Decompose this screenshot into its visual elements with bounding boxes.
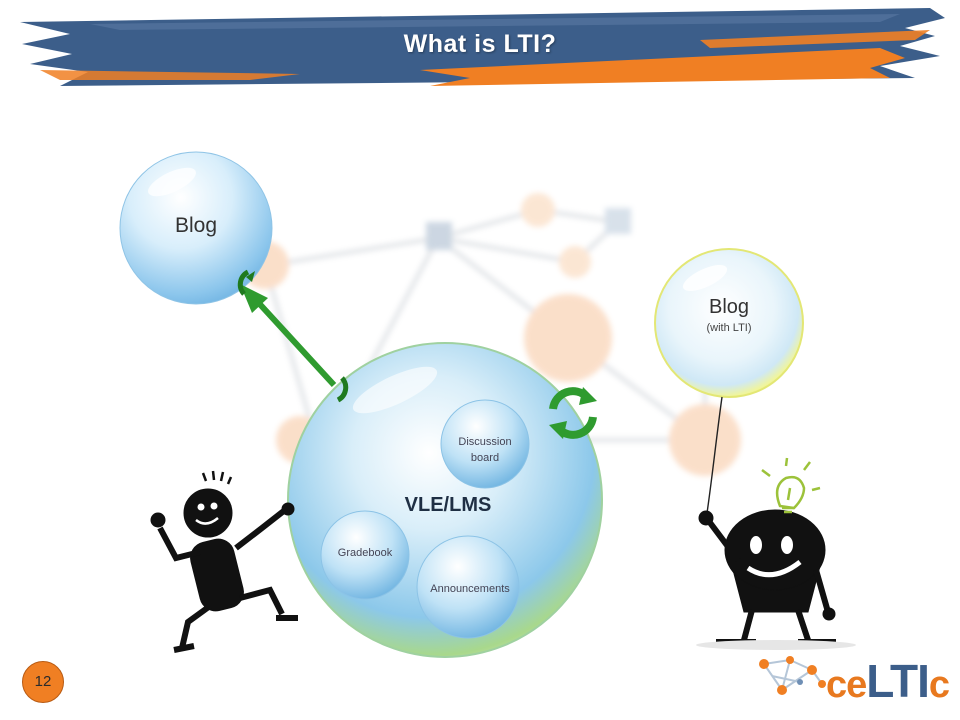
announcements-bubble[interactable] xyxy=(416,535,520,639)
pointing-figure xyxy=(150,470,298,653)
background-network xyxy=(241,193,741,476)
smiling-figure xyxy=(696,509,856,650)
blog-left-label: Blog xyxy=(174,214,218,237)
logo-ce: ce xyxy=(826,664,867,706)
slide-title: What is LTI? xyxy=(403,30,557,58)
light-bulb-icon xyxy=(761,457,821,514)
page-number-badge: 12 xyxy=(22,661,64,703)
blog-right-sublabel: (with LTI) xyxy=(706,322,752,334)
connector-arc-icon xyxy=(246,271,255,282)
discussion-board-label: Discussion board xyxy=(440,434,530,466)
vle-label: VLE/LMS xyxy=(404,494,492,516)
logo-c: c xyxy=(928,664,950,706)
connector-arc-icon xyxy=(237,269,250,296)
gradebook-label: Gradebook xyxy=(337,547,393,559)
sync-icon xyxy=(549,387,597,439)
balloon-string xyxy=(705,396,723,521)
discussion-label-line2: board xyxy=(470,452,500,464)
celtic-logo-icon xyxy=(759,656,826,695)
export-arrow xyxy=(240,284,337,388)
celtic-logo: ceLTIc xyxy=(826,654,950,708)
blog-right-label: Blog xyxy=(708,296,750,318)
logo-lti: LTI xyxy=(866,655,930,707)
discussion-board-bubble[interactable] xyxy=(440,399,530,489)
announcements-label: Announcements xyxy=(430,583,510,595)
title-banner xyxy=(20,8,945,86)
discussion-label-line1: Discussion xyxy=(458,436,512,448)
connector-arc-icon xyxy=(336,376,349,403)
gradebook-bubble[interactable] xyxy=(320,510,410,600)
